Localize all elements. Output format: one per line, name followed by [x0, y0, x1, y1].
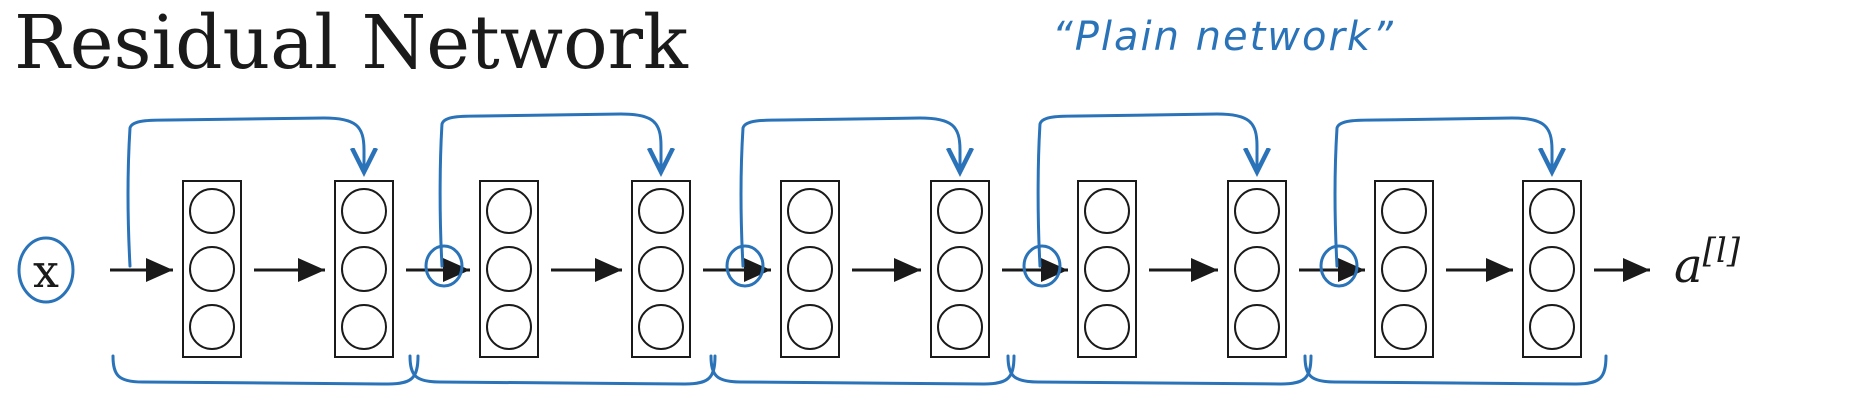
layer-9-unit-1 [1381, 188, 1427, 234]
layer-7-unit-2 [1084, 246, 1130, 292]
layer-6-unit-3 [937, 304, 983, 350]
layer-1-unit-2 [189, 246, 235, 292]
layer-10-box [1522, 180, 1582, 358]
layer-10-unit-3 [1529, 304, 1575, 350]
layer-5-unit-2 [787, 246, 833, 292]
layers-group [182, 180, 1582, 358]
layer-6-box [930, 180, 990, 358]
skip-origin-circle-3 [725, 244, 765, 288]
layer-6-unit-1 [937, 188, 983, 234]
skip-connection-2 [438, 112, 661, 268]
skip-connection-4 [1036, 112, 1257, 268]
skip-connections-group [111, 112, 1608, 386]
layer-9-box [1374, 180, 1434, 358]
layer-10-unit-2 [1529, 246, 1575, 292]
layer-5-box [780, 180, 840, 358]
layer-1-unit-3 [189, 304, 235, 350]
layer-2-unit-3 [341, 304, 387, 350]
skip-connection-3 [739, 116, 960, 268]
layer-8-box [1227, 180, 1287, 358]
layer-5-unit-1 [787, 188, 833, 234]
layer-7-box [1077, 180, 1137, 358]
layer-4-unit-2 [638, 246, 684, 292]
layer-3-unit-3 [486, 304, 532, 350]
layer-8-unit-1 [1234, 188, 1280, 234]
skip-connection-1 [126, 116, 364, 268]
layer-2-unit-2 [341, 246, 387, 292]
residual-block-bracket-5 [1303, 354, 1608, 386]
layer-7-unit-3 [1084, 304, 1130, 350]
layer-7-unit-1 [1084, 188, 1130, 234]
skip-origin-circle-5 [1319, 244, 1359, 288]
plain-network-annotation: “Plain network” [1052, 14, 1395, 60]
output-activation-label: a[l] [1674, 231, 1741, 294]
layer-1-unit-1 [189, 188, 235, 234]
residual-block-bracket-3 [709, 354, 1016, 386]
layer-4-unit-1 [638, 188, 684, 234]
skip-origin-circle-2 [424, 244, 464, 288]
skip-connection-5 [1333, 116, 1552, 268]
layer-9-unit-3 [1381, 304, 1427, 350]
layer-9-unit-2 [1381, 246, 1427, 292]
layer-8-unit-3 [1234, 304, 1280, 350]
input-circle-annotation [17, 236, 75, 304]
layer-4-unit-3 [638, 304, 684, 350]
layer-8-unit-2 [1234, 246, 1280, 292]
layer-5-unit-3 [787, 304, 833, 350]
residual-block-bracket-2 [408, 354, 717, 386]
residual-block-bracket-1 [111, 354, 420, 386]
input-x-label: x [33, 244, 59, 298]
layer-3-box [479, 180, 539, 358]
layer-6-unit-2 [937, 246, 983, 292]
layer-2-unit-1 [341, 188, 387, 234]
layer-4-box [631, 180, 691, 358]
diagram-title: Residual Network [14, 0, 688, 86]
layer-3-unit-1 [486, 188, 532, 234]
layer-2-box [334, 180, 394, 358]
layer-10-unit-1 [1529, 188, 1575, 234]
residual-block-bracket-4 [1006, 354, 1313, 386]
skip-origin-circle-4 [1022, 244, 1062, 288]
layer-1-box [182, 180, 242, 358]
layer-3-unit-2 [486, 246, 532, 292]
